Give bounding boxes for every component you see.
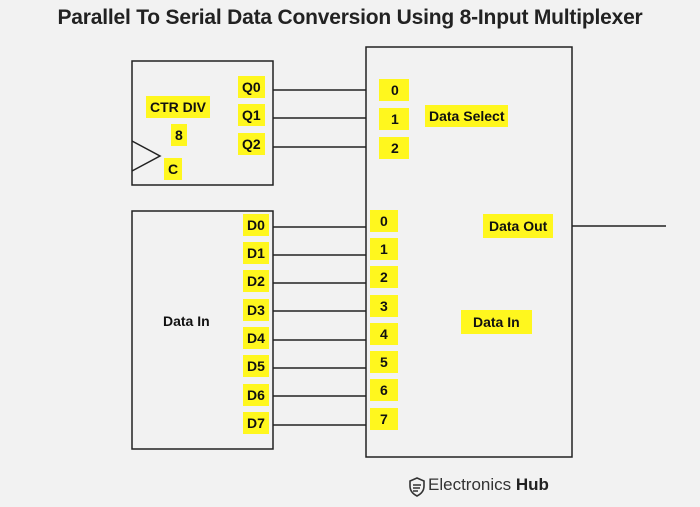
mux-data-input-7: 7 (370, 408, 398, 430)
data-output-d0: D0 (243, 214, 269, 236)
mux-output-label: Data Out (483, 214, 554, 238)
data-source-label: Data In (163, 313, 210, 329)
mux-data-label: Data In (461, 310, 532, 334)
data-output-d6: D6 (243, 384, 269, 406)
data-output-d4: D4 (243, 327, 269, 349)
mux-data-input-0: 0 (370, 210, 398, 232)
electronics-hub-logo-icon (409, 477, 425, 497)
counter-output-q2: Q2 (238, 133, 265, 155)
counter-block (131, 60, 274, 186)
counter-output-q0: Q0 (238, 76, 265, 98)
data-output-d3: D3 (243, 299, 269, 321)
clock-triangle (131, 140, 162, 172)
brand-logo: Electronics Hub (428, 475, 549, 495)
data-output-d2: D2 (243, 270, 269, 292)
counter-modulus: 8 (171, 124, 187, 146)
multiplexer-block (365, 46, 573, 458)
mux-select-2: 2 (379, 137, 409, 159)
mux-data-input-4: 4 (370, 323, 398, 345)
clock-label: C (164, 158, 183, 180)
data-output-d7: D7 (243, 412, 269, 434)
mux-data-input-1: 1 (370, 238, 398, 260)
counter-label: CTR DIV (146, 96, 210, 118)
mux-data-input-3: 3 (370, 295, 398, 317)
data-output-d1: D1 (243, 242, 269, 264)
mux-select-label: Data Select (425, 105, 509, 127)
mux-select-0: 0 (379, 79, 409, 101)
counter-output-q1: Q1 (238, 104, 265, 126)
mux-data-input-2: 2 (370, 266, 398, 288)
mux-select-1: 1 (379, 108, 409, 130)
brand-suffix: Hub (515, 475, 549, 494)
mux-data-input-6: 6 (370, 379, 398, 401)
data-output-d5: D5 (243, 355, 269, 377)
brand-name: Electronics (428, 475, 512, 494)
diagram-title: Parallel To Serial Data Conversion Using… (57, 6, 643, 29)
mux-data-input-5: 5 (370, 351, 398, 373)
data-source-block (131, 210, 274, 450)
